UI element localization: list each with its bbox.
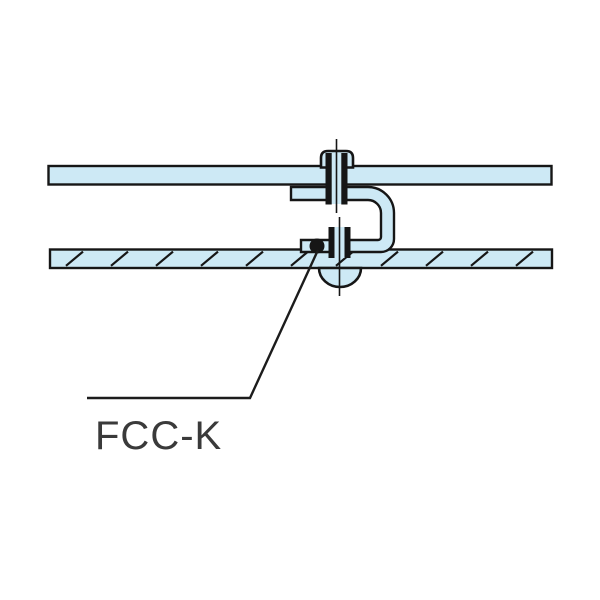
top-bolt (319, 139, 355, 213)
upper-panel (47, 164, 553, 186)
hatch-mark (515, 250, 534, 267)
hatch-mark (290, 250, 309, 267)
part-label: FCC-K (95, 414, 222, 458)
lower-panel-hatching (65, 250, 534, 267)
hatch-mark (155, 250, 174, 267)
hatch-mark (245, 250, 264, 267)
leader-line (87, 249, 320, 400)
bottom-bolt-shank-left (328, 227, 335, 258)
hatch-mark (425, 250, 444, 267)
top-bolt-shank-left (325, 153, 332, 205)
leader-dot (309, 238, 325, 254)
hatch-mark (380, 250, 399, 267)
hatch-mark (470, 250, 489, 267)
hatch-mark (65, 250, 84, 267)
bottom-bolt-shank-right (344, 227, 351, 258)
bottom-bolt (317, 217, 363, 296)
hatch-mark (200, 250, 219, 267)
top-bolt-shank-right (341, 153, 348, 205)
hatch-mark (110, 250, 129, 267)
